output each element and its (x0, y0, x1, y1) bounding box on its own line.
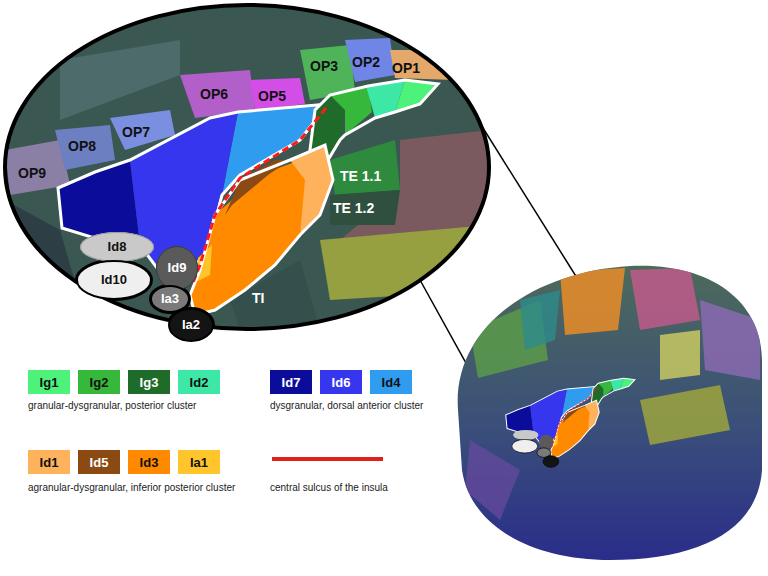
legend-swatch: Id4 (370, 370, 412, 394)
area-label: TE 1.1 (340, 168, 381, 184)
region-fill (169, 309, 213, 341)
region-fill (151, 286, 189, 312)
legend-label: Id1 (40, 455, 59, 470)
legend-label: Ig1 (40, 375, 59, 390)
region-label: Id8 (108, 240, 127, 254)
legend-label: Id3 (140, 455, 159, 470)
polygon-shape (465, 440, 520, 520)
area-label: OP9 (18, 165, 46, 181)
legend-swatch: Id6 (320, 370, 362, 394)
area-label: OP3 (310, 58, 338, 74)
legend-swatch: Ig3 (128, 370, 170, 394)
brain-parcels (465, 268, 760, 520)
area-label: OP5 (258, 88, 286, 104)
region-fill (77, 261, 151, 299)
legend-swatch: Id1 (28, 450, 70, 474)
use-shape (506, 378, 635, 467)
region-fill (81, 233, 154, 262)
legend-line (270, 452, 385, 466)
area-label: OP7 (122, 124, 150, 140)
area-label: TE 1.2 (333, 200, 374, 216)
zoom-view (5, 5, 490, 342)
region-fill (157, 247, 198, 290)
legend-swatch: Id2 (178, 370, 220, 394)
polygon-shape (640, 385, 730, 445)
legend-label: Ig3 (140, 375, 159, 390)
parcel-te11 (330, 140, 400, 195)
zoom-outline (5, 5, 489, 329)
legend-label: Ig2 (90, 375, 109, 390)
legend-label: Id2 (190, 375, 209, 390)
legend-swatch: Ig1 (28, 370, 70, 394)
legend-label: Id4 (382, 375, 401, 390)
legend-label: Id6 (332, 375, 351, 390)
area-label: OP1 (392, 60, 420, 76)
area-label: OP6 (200, 86, 228, 102)
region-label: Id9 (168, 261, 187, 275)
parcel-op2 (345, 38, 395, 82)
region-label: Ia3 (161, 292, 179, 306)
legend-swatch: Ia1 (178, 450, 220, 474)
polygon-shape (520, 290, 560, 350)
polygon-shape (630, 268, 700, 330)
region-shape: Id9 (156, 246, 198, 290)
legend-swatch: Id7 (270, 370, 312, 394)
legend-swatch: Id5 (78, 450, 120, 474)
cluster-caption: dysgranular, dorsal anterior cluster (270, 400, 423, 412)
cluster-caption: granular-dysgranular, posterior cluster (28, 400, 196, 412)
brain-surface (458, 266, 762, 560)
parcel-te12 (330, 190, 400, 225)
parcel-op8 (55, 125, 115, 170)
polygon-shape (700, 300, 760, 380)
legend-label: Ia1 (190, 455, 208, 470)
legend-swatch: Id3 (128, 450, 170, 474)
cluster-caption: agranular-dysgranular, inferior posterio… (28, 482, 235, 494)
legend-label: Id5 (90, 455, 109, 470)
legend-swatch: Ig2 (78, 370, 120, 394)
region-shape: Id10 (76, 260, 152, 300)
legend-line-sample (272, 457, 383, 461)
parcel-op5 (250, 78, 305, 110)
region-shape: Id8 (80, 232, 154, 262)
area-label: OP8 (68, 138, 96, 154)
area-label: TI (252, 290, 264, 306)
region-shape: Ia2 (168, 308, 214, 342)
polygon-shape (660, 330, 700, 380)
area-label: OP2 (352, 54, 380, 70)
legend-label: central sulcus of the insula (270, 482, 388, 493)
polygon-shape (560, 268, 625, 335)
legend-label: Id7 (282, 375, 301, 390)
region-label: Ia2 (182, 318, 200, 332)
region-label: Id10 (101, 273, 127, 287)
